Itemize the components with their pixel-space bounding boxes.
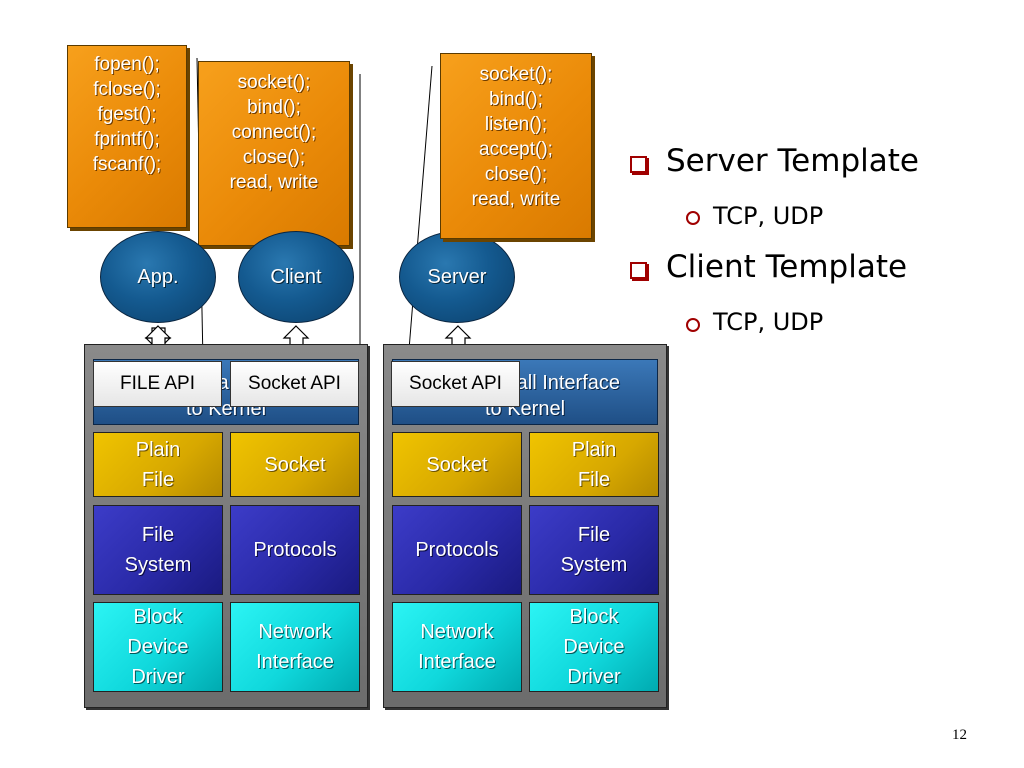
client-functions-box: socket(); bind(); connect(); close(); re… [198,61,350,246]
bullet-server-template: Server Template [666,143,919,179]
server-oval: Server [399,231,515,323]
bullet-client-sub: TCP, UDP [713,308,824,336]
right-network-interface: Network Interface [392,602,522,692]
left-plain-file: Plain File [93,432,223,497]
code-line: read, write [229,172,319,193]
code-line: fopen(); [94,54,160,75]
server-label: Server [427,265,487,288]
code-line: accept(); [479,139,553,160]
left-network-interface: Network Interface [230,602,360,692]
file-functions-box: fopen(); fclose(); fgest(); fprintf(); f… [67,45,187,228]
page-number: 12 [952,727,967,743]
code-line: fprintf(); [94,129,160,150]
file-api-box: FILE API [93,361,222,407]
client-label: Client [270,265,322,288]
square-bullet-icon [630,156,647,173]
left-file-system: File System [93,505,223,595]
code-line: socket(); [479,64,553,85]
code-line: close(); [484,164,548,185]
file-api-label: FILE API [120,373,195,394]
client-oval: Client [238,231,354,323]
code-line: bind(); [247,97,301,118]
right-socket-api-box: Socket API [391,361,520,407]
code-line: fgest(); [97,104,157,125]
right-plain-file: Plain File [529,432,659,497]
left-protocols: Protocols [230,505,360,595]
code-line: connect(); [231,122,317,143]
left-socket-api-box: Socket API [230,361,359,407]
bullet-server-sub: TCP, UDP [713,202,824,230]
code-line: listen(); [484,114,548,135]
code-line: fscanf(); [92,154,162,175]
code-line: bind(); [489,89,543,110]
server-api-line [407,65,433,363]
right-block-device-driver: Block Device Driver [529,602,659,692]
app-label: App. [137,265,179,288]
app-oval: App. [100,231,216,323]
code-line: socket(); [237,72,311,93]
ring-bullet-icon [686,211,700,225]
code-line: read, write [471,189,561,210]
bullet-client-template: Client Template [666,249,908,285]
ring-bullet-icon [686,318,700,332]
right-file-system: File System [529,505,659,595]
left-block-device-driver: Block Device Driver [93,602,223,692]
left-socket: Socket [230,432,360,497]
right-kernel-panel: System Call Interface to Kernel Socket P… [383,344,667,708]
right-protocols: Protocols [392,505,522,595]
server-functions-box: socket(); bind(); listen(); accept(); cl… [440,53,592,239]
code-line: close(); [242,147,306,168]
square-bullet-icon [630,262,647,279]
code-line: fclose(); [93,79,161,100]
right-socket: Socket [392,432,522,497]
left-socket-api-label: Socket API [248,373,341,394]
right-socket-api-label: Socket API [409,373,502,394]
